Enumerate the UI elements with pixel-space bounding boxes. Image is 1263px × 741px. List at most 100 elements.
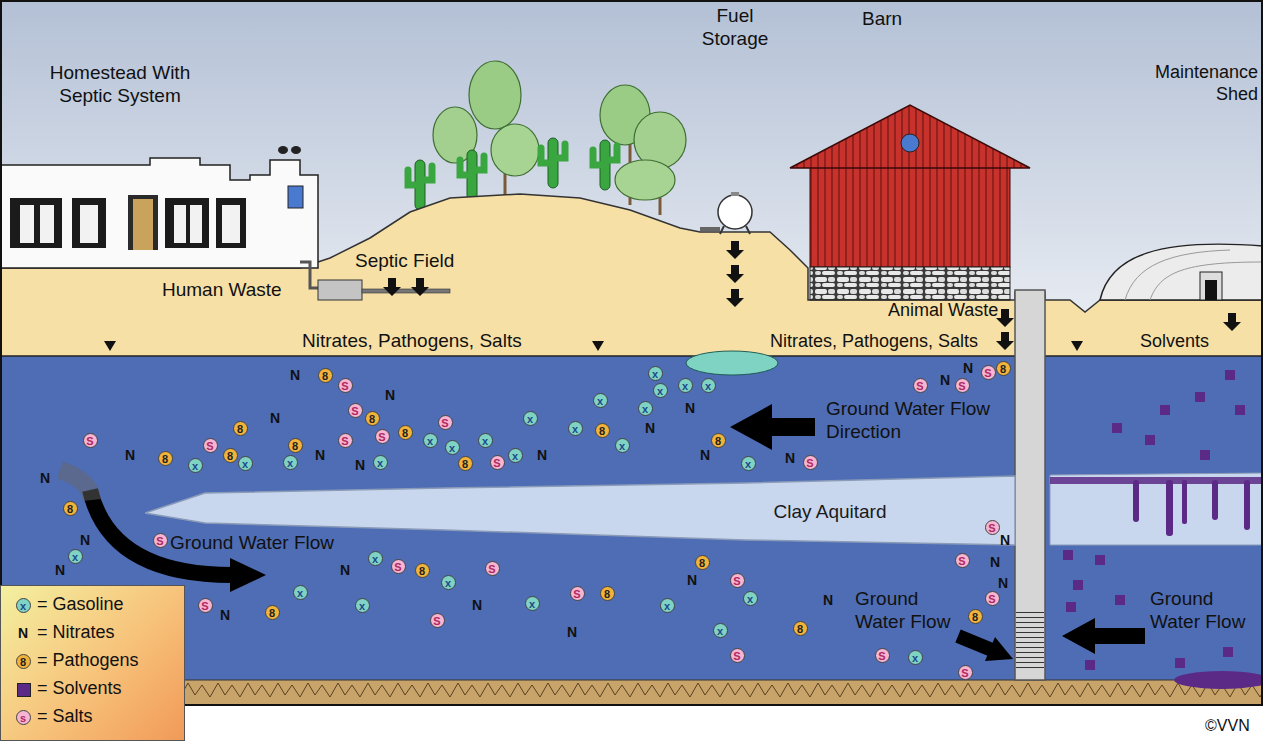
legend-swatch — [17, 683, 31, 697]
contaminant-marker: 8 — [695, 555, 710, 570]
contaminant-marker: N — [16, 625, 30, 641]
legend-box: x= GasolineN= Nitrates8= Pathogens= Solv… — [0, 585, 185, 741]
contaminant-marker: 8 — [365, 411, 380, 426]
contaminant-marker: x — [568, 421, 583, 436]
contaminant-marker: 8 — [968, 609, 983, 624]
scene-label: Ground Water Flow — [170, 532, 334, 555]
contaminant-marker: S — [955, 553, 970, 568]
contaminant-marker: 8 — [595, 423, 610, 438]
contaminant-marker: S — [198, 598, 213, 613]
contaminant-marker: N — [218, 607, 232, 623]
scene-label: Ground Water Flow Direction — [826, 398, 1001, 444]
contaminant-marker: 8 — [318, 368, 333, 383]
contaminant-marker: S — [985, 520, 1000, 535]
contaminant-marker: x — [441, 575, 456, 590]
contaminant-marker: x — [743, 591, 758, 606]
contaminant-marker: x — [68, 549, 83, 564]
legend-text: = Solvents — [37, 678, 122, 700]
contaminant-marker: N — [470, 597, 484, 613]
contaminant-marker: N — [783, 450, 797, 466]
contaminant-marker: x — [478, 433, 493, 448]
contaminant-marker: N — [643, 420, 657, 436]
contaminant-marker: 8 — [288, 438, 303, 453]
contaminant-marker: x — [16, 598, 31, 613]
contaminant-marker: N — [53, 562, 67, 578]
contaminant-marker: S — [730, 648, 745, 663]
contaminant-marker: x — [678, 378, 693, 393]
scene-label: Septic Field — [355, 250, 454, 273]
contaminant-marker: x — [660, 598, 675, 613]
contaminant-marker: N — [698, 447, 712, 463]
contaminant-marker: S — [153, 533, 168, 548]
contaminant-marker: N — [288, 367, 302, 383]
contaminant-marker: N — [821, 592, 835, 608]
scene-label: Nitrates, Pathogens, Salts — [302, 330, 522, 353]
contaminant-marker: x — [373, 455, 388, 470]
contaminant-marker: x — [293, 585, 308, 600]
contaminant-marker: x — [368, 551, 383, 566]
scene-label: Ground Water Flow — [1150, 588, 1250, 634]
contaminant-marker: 8 — [398, 425, 413, 440]
contaminant-marker: N — [998, 532, 1012, 548]
contaminant-marker: N — [685, 572, 699, 588]
contaminant-marker: x — [423, 433, 438, 448]
contaminant-marker: S — [438, 415, 453, 430]
contaminant-marker: S — [338, 378, 353, 393]
contaminant-marker: N — [996, 575, 1010, 591]
aquitard-label: Clay Aquitard — [773, 501, 886, 524]
scene-label: Maintenance Shed — [1148, 62, 1258, 105]
contaminant-marker: N — [383, 387, 397, 403]
contaminant-marker: N — [38, 470, 52, 486]
contaminant-marker: S — [490, 455, 505, 470]
contaminant-marker: N — [535, 447, 549, 463]
legend-text: = Pathogens — [37, 650, 139, 672]
contaminant-marker: N — [565, 624, 579, 640]
contaminant-marker: S — [83, 433, 98, 448]
contaminant-marker: x — [653, 383, 668, 398]
contaminant-marker: x — [188, 458, 203, 473]
contaminant-marker: N — [353, 457, 367, 473]
contaminant-marker: S — [430, 613, 445, 628]
scene-label: Homestead With Septic System — [40, 62, 200, 108]
contaminant-marker: 8 — [233, 421, 248, 436]
contaminant-marker: 8 — [711, 433, 726, 448]
legend-text: = Salts — [37, 706, 93, 728]
scene-label: Fuel Storage — [690, 5, 780, 51]
contaminant-marker: S — [875, 648, 890, 663]
contaminant-marker: N — [338, 562, 352, 578]
contaminant-marker: S — [955, 378, 970, 393]
contaminant-marker: S — [730, 573, 745, 588]
contaminant-marker: 8 — [63, 501, 78, 516]
contaminant-marker: x — [445, 440, 460, 455]
contaminant-marker: x — [283, 455, 298, 470]
contaminant-marker: S — [570, 586, 585, 601]
contaminant-marker: S — [958, 665, 973, 680]
contaminant-marker: N — [123, 447, 137, 463]
contaminant-marker: S — [803, 455, 818, 470]
contaminant-marker: S — [375, 429, 390, 444]
contaminant-marker: N — [78, 532, 92, 548]
contaminant-marker: S — [348, 403, 363, 418]
scene-label: Solvents — [1140, 331, 1209, 353]
contaminant-marker: S — [981, 365, 996, 380]
contaminant-marker: N — [683, 400, 697, 416]
contaminant-marker: x — [908, 650, 923, 665]
scene-label: Animal Waste — [888, 300, 998, 322]
contaminant-marker: S — [913, 378, 928, 393]
contaminant-marker: 8 — [223, 448, 238, 463]
contaminant-marker: N — [961, 360, 975, 376]
contaminant-marker: x — [593, 393, 608, 408]
contaminant-marker: x — [615, 438, 630, 453]
contaminant-marker: 8 — [793, 621, 808, 636]
legend-text: = Nitrates — [37, 622, 115, 644]
contaminant-marker: x — [238, 456, 253, 471]
scene-label: Nitrates, Pathogens, Salts — [770, 331, 978, 353]
contaminant-marker: x — [638, 401, 653, 416]
scene-label: Barn — [862, 8, 902, 31]
copyright-mark: ©VVN — [1205, 716, 1250, 735]
contaminant-marker: x — [355, 598, 370, 613]
contaminant-marker: 8 — [16, 654, 31, 669]
contaminant-marker: 8 — [600, 586, 615, 601]
contaminant-marker: S — [338, 433, 353, 448]
